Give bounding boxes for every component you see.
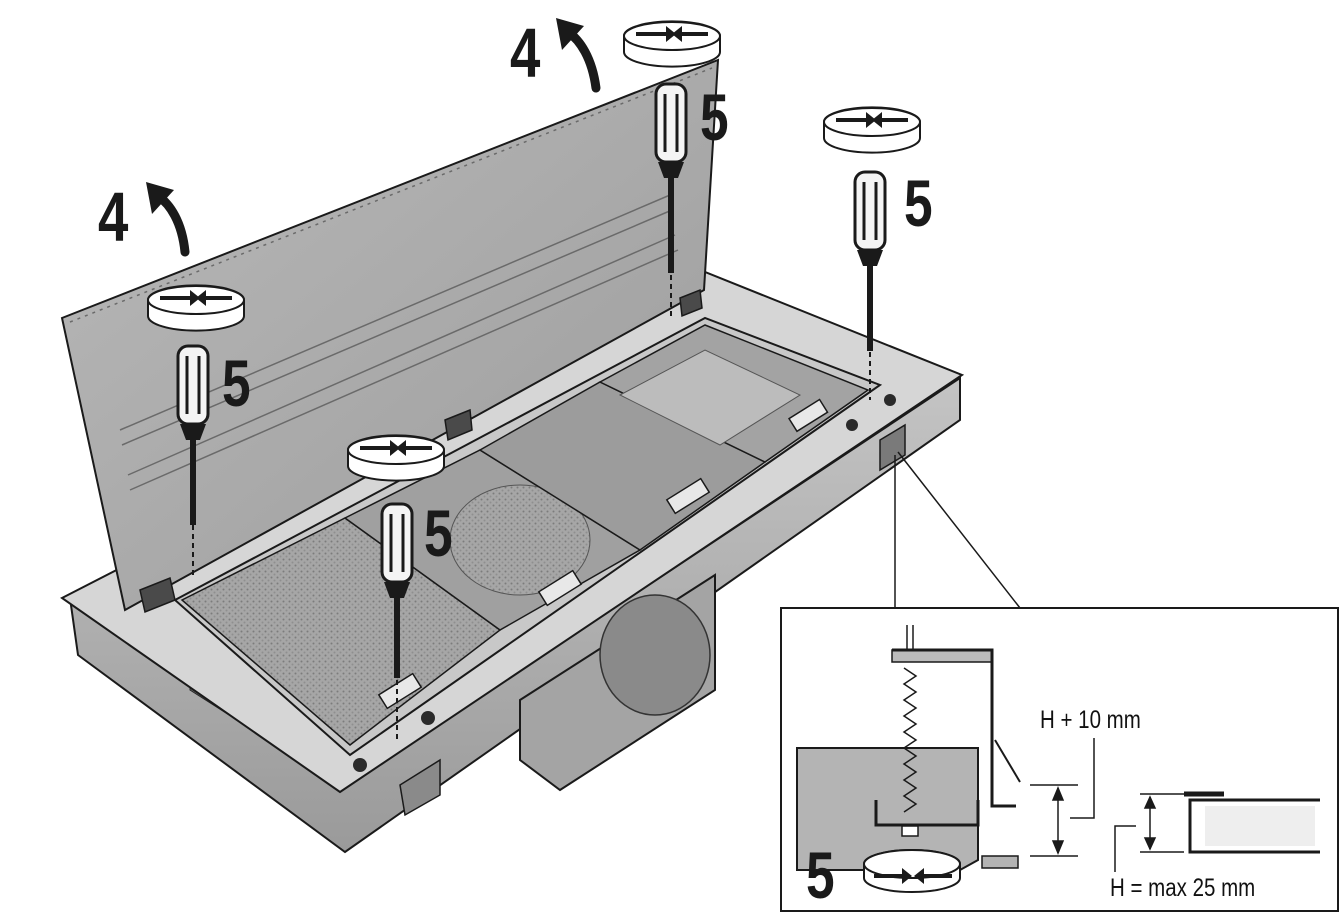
- hinge-middle: [444, 408, 473, 442]
- screwdriver-icon: [176, 344, 210, 575]
- hinge-right: [679, 288, 703, 318]
- cable-outlet: [599, 594, 711, 716]
- frame-profile: [892, 648, 1016, 808]
- dimension-clearance: [1030, 738, 1095, 857]
- dimension-label-clearance: H + 10 mm: [1040, 706, 1141, 734]
- screwdriver-icon: [853, 170, 887, 400]
- frame-screw-holes: [353, 394, 896, 772]
- curved-arrow-icon: [556, 18, 601, 93]
- rotation-arrows-icon: [863, 849, 961, 893]
- step-label-lift-lid-left: 4: [98, 178, 129, 256]
- step-label-screw-middle: 5: [424, 496, 453, 570]
- lid-panel: [60, 58, 720, 612]
- curved-arrow-icon: [146, 182, 190, 257]
- compartment-clips: [377, 398, 829, 710]
- rotation-arrows-icon: [147, 284, 245, 332]
- rotation-arrows-icon: [347, 434, 445, 482]
- rotation-arrows-icon: [623, 20, 721, 68]
- screwdriver-icon: [654, 82, 688, 318]
- step-label-screw-top: 5: [700, 80, 729, 154]
- floor-covering: [1184, 791, 1320, 854]
- step-label-lift-lid-right: 4: [510, 14, 541, 92]
- lid-hinges: [139, 288, 703, 614]
- lid-rails: [69, 67, 713, 491]
- screwdriver-icon: [380, 502, 414, 740]
- compartment-2-socket: [449, 484, 591, 596]
- box-latch-right: [879, 423, 906, 472]
- frame-foot: [981, 855, 1019, 869]
- compartment-4-insert: [618, 349, 802, 446]
- rotation-arrows-icon: [823, 106, 921, 154]
- dimension-max-height: [1114, 793, 1184, 872]
- step-label-screw-detail: 5: [806, 838, 835, 912]
- step-label-screw-left: 5: [222, 346, 251, 420]
- step-label-screw-right: 5: [904, 166, 933, 240]
- lid-strip: [891, 649, 993, 663]
- floor-block: [796, 747, 979, 871]
- box-profile: [874, 800, 980, 827]
- detail-leader-lines: [894, 451, 1021, 609]
- dimension-label-max-height: H = max 25 mm: [1110, 874, 1256, 902]
- box-latch-left: [399, 758, 441, 817]
